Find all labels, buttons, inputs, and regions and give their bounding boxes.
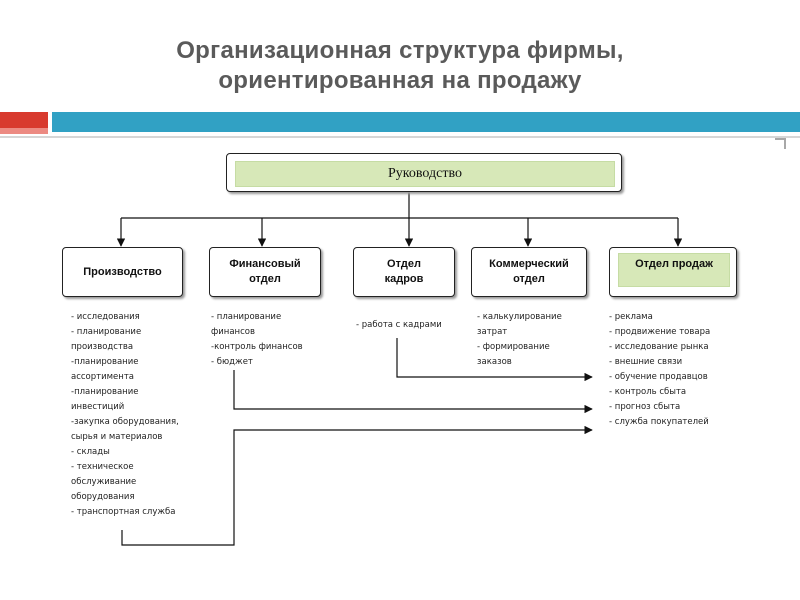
list-item: оборудования [71, 492, 135, 502]
list-item: - склады [71, 447, 110, 457]
dept-box-sales: Отдел продаж [609, 247, 737, 297]
dept-label-commercial: Коммерческий отдел [489, 258, 569, 285]
list-item: обслуживание [71, 477, 137, 487]
list-item: - формирование [477, 342, 550, 352]
dept-box-commercial: Коммерческий отдел [471, 247, 587, 297]
divider-line [0, 136, 800, 138]
list-item: - планирование [71, 327, 142, 337]
link-finance-to-sales [233, 370, 593, 414]
dept-label-production: Производство [83, 265, 162, 278]
list-item: - исследование рынка [609, 342, 709, 352]
page-title-line-1: Организационная структура фирмы, [176, 37, 624, 64]
list-item: - транспортная служба [71, 507, 176, 517]
list-item: - планирование [211, 312, 282, 322]
accent-bar-red [0, 112, 48, 134]
dept-box-production: Производство [62, 247, 183, 297]
dept-box-hr: Отдел кадров [353, 247, 455, 297]
dept-items-sales: - реклама - продвижение товара - исследова… [609, 310, 710, 430]
list-item: производства [71, 342, 134, 352]
list-item: - реклама [609, 312, 653, 322]
dept-items-finance: - планирование финансов -контроль финансов… [211, 310, 303, 370]
dept-label-sales: Отдел продаж [618, 253, 730, 287]
list-item: ассортимента [71, 372, 134, 382]
list-item: - внешние связи [609, 357, 683, 367]
dept-label-hr: Отдел кадров [384, 258, 424, 285]
page-title-line-2: ориентированная на продажу [218, 67, 582, 94]
list-item: затрат [477, 327, 508, 337]
list-item: - обучение продавцов [609, 372, 708, 382]
dept-box-finance: Финансовый отдел [209, 247, 321, 297]
list-item: - служба покупателей [609, 417, 709, 427]
list-item: -закупка оборудования, [71, 417, 179, 427]
list-item: - бюджет [211, 357, 253, 367]
list-item: - продвижение товара [609, 327, 711, 337]
accent-bar-blue [52, 112, 800, 132]
link-production-to-sales [121, 425, 593, 546]
link-hr-to-sales [396, 338, 593, 382]
root-box: Руководство [226, 153, 622, 192]
root-label: Руководство [235, 161, 615, 187]
list-item: - контроль сбыта [609, 387, 687, 397]
list-item: - работа с кадрами [356, 320, 442, 330]
list-item: - калькулирование [477, 312, 562, 322]
list-item: -контроль финансов [211, 342, 303, 352]
list-item: - прогноз сбыта [609, 402, 681, 412]
dept-items-hr: - работа с кадрами [356, 318, 442, 333]
list-item: - техническое [71, 462, 134, 472]
list-item: сырья и материалов [71, 432, 163, 442]
list-item: -планирование [71, 387, 139, 397]
dept-label-finance: Финансовый отдел [229, 258, 301, 285]
page-title: Организационная структура фирмы, ориенти… [0, 36, 800, 96]
list-item: заказов [477, 357, 512, 367]
list-item: финансов [211, 327, 255, 337]
corner-mark [775, 138, 786, 149]
list-item: инвестиций [71, 402, 125, 412]
list-item: - исследования [71, 312, 140, 322]
dept-items-commercial: - калькулирование затрат - формирование зак… [477, 310, 562, 370]
dept-items-production: - исследования - планирование производства… [71, 310, 179, 520]
list-item: -планирование [71, 357, 139, 367]
